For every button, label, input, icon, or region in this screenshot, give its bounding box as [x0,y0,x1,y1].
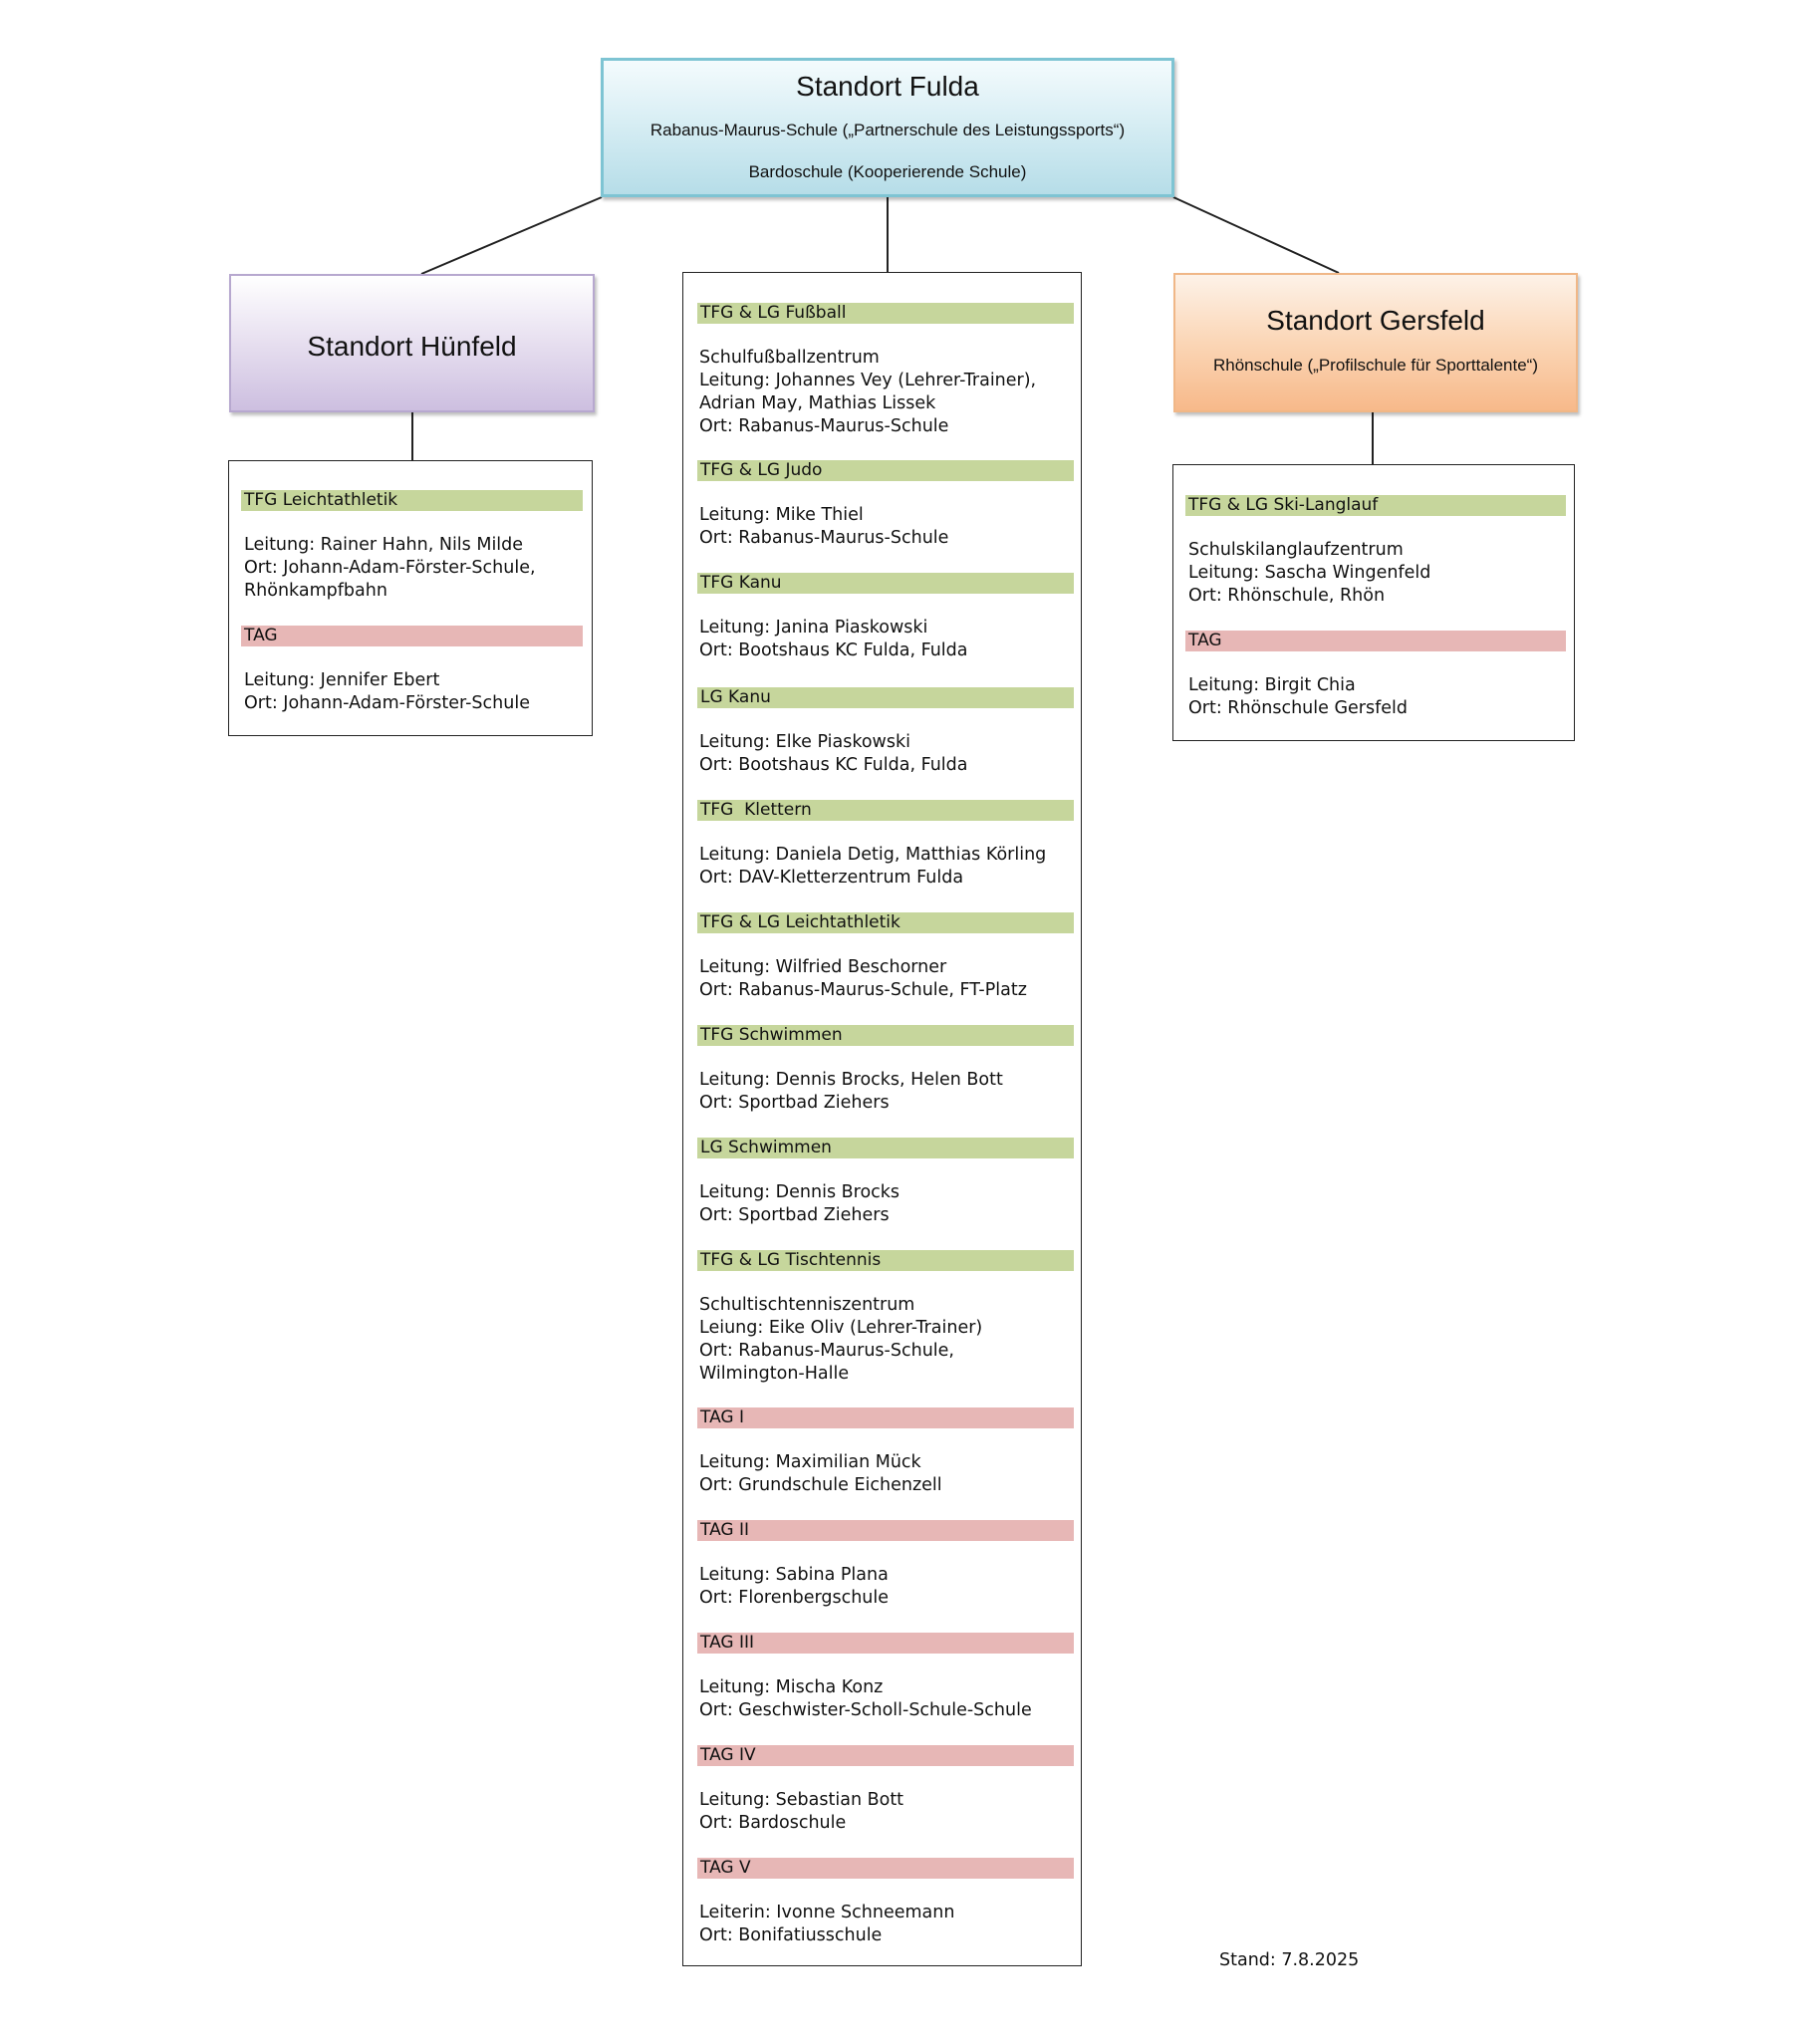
group-header-center-11: TAG III [697,1633,1074,1654]
group-details-center-2: Leitung: Janina Piaskowski Ort: Bootshau… [699,617,968,662]
group-line: Rhönkampfbahn [244,581,387,601]
standort-fulda-school-2: Bardoschule (Kooperierende Schule) [748,162,1027,181]
group-line: Ort: DAV-Kletterzentrum Fulda [699,868,964,888]
gersfeld-groups-panel: TFG & LG Ski-Langlauf Schulskilanglaufze… [1172,464,1575,741]
standort-huenfeld-title: Standort Hünfeld [307,331,517,362]
group-details-center-6: Leitung: Dennis Brocks, Helen Bott Ort: … [699,1069,1003,1115]
group-line: Ort: Sportbad Ziehers [699,1205,890,1225]
group-header-gersfeld-0: TFG & LG Ski-Langlauf [1185,495,1566,516]
group-line: Leitung: Rainer Hahn, Nils Milde [244,535,524,555]
group-details-center-9: Leitung: Maximilian Mück Ort: Grundschul… [699,1451,942,1497]
group-header-center-3: LG Kanu [697,687,1074,708]
standort-gersfeld-box: Standort Gersfeld Rhönschule („Profilsch… [1173,273,1578,412]
group-header-center-13: TAG V [697,1858,1074,1879]
group-line: Ort: Rhönschule, Rhön [1188,586,1386,606]
group-line: Leitung: Johannes Vey (Lehrer-Trainer), [699,371,1037,390]
group-details-center-11: Leitung: Mischa Konz Ort: Geschwister-Sc… [699,1676,1032,1722]
group-line: Ort: Bardoschule [699,1813,847,1833]
group-line: Ort: Rabanus-Maurus-Schule, [699,1341,954,1361]
group-line: Leitung: Dennis Brocks [699,1182,900,1202]
group-details-center-1: Leitung: Mike Thiel Ort: Rabanus-Maurus-… [699,504,948,550]
group-header-huenfeld-1: TAG [241,626,583,646]
standort-huenfeld-box: Standort Hünfeld [229,274,595,412]
group-line: Leitung: Sabina Plana [699,1565,889,1585]
group-header-center-2: TFG Kanu [697,573,1074,594]
group-header-center-6: TFG Schwimmen [697,1025,1074,1046]
fulda-groups-panel: TFG & LG Fußball Schulfußballzentrum Lei… [682,272,1082,1966]
group-line: Ort: Johann-Adam-Förster-Schule, [244,558,536,578]
group-details-center-12: Leitung: Sebastian Bott Ort: Bardoschule [699,1789,903,1835]
group-header-center-4: TFG Klettern [697,800,1074,821]
group-line: Leitung: Maximilian Mück [699,1452,921,1472]
standort-fulda-box: Standort Fulda Rabanus-Maurus-Schule („P… [601,58,1174,197]
connector-fulda-gersfeld [1172,196,1340,274]
group-line: Leitung: Sebastian Bott [699,1790,904,1810]
standort-gersfeld-title: Standort Gersfeld [1266,305,1485,336]
group-line: Leitung: Mike Thiel [699,505,864,525]
group-line: Leitung: Mischa Konz [699,1677,884,1697]
stand-date: Stand: 7.8.2025 [1219,1950,1360,1970]
group-header-huenfeld-0: TFG Leichtathletik [241,490,583,511]
group-line: Ort: Bootshaus KC Fulda, Fulda [699,755,968,775]
huenfeld-groups-panel: TFG Leichtathletik Leitung: Rainer Hahn,… [228,460,593,736]
group-line: Leitung: Wilfried Beschorner [699,957,947,977]
group-line: Wilmington-Halle [699,1364,850,1384]
connector-fulda-huenfeld [420,196,603,275]
group-line: Adrian May, Mathias Lissek [699,393,936,413]
group-details-center-0: Schulfußballzentrum Leitung: Johannes Ve… [699,347,1036,438]
standort-fulda-school-1: Rabanus-Maurus-Schule („Partnerschule de… [649,121,1126,139]
group-details-center-7: Leitung: Dennis Brocks Ort: Sportbad Zie… [699,1181,900,1227]
group-line: Ort: Johann-Adam-Förster-Schule [244,693,530,713]
group-header-center-8: TFG & LG Tischtennis [697,1250,1074,1271]
group-header-center-1: TFG & LG Judo [697,460,1074,481]
group-line: Schultischtenniszentrum [699,1295,915,1315]
group-line: Ort: Rabanus-Maurus-Schule, FT-Platz [699,980,1027,1000]
group-line: Leitung: Dennis Brocks, Helen Bott [699,1070,1003,1090]
group-details-center-4: Leitung: Daniela Detig, Matthias Körling… [699,844,1046,890]
group-line: Ort: Rabanus-Maurus-Schule [699,416,949,436]
group-details-huenfeld-1: Leitung: Jennifer Ebert Ort: Johann-Adam… [244,669,530,715]
group-line: Leitung: Birgit Chia [1188,675,1356,695]
group-details-gersfeld-1: Leitung: Birgit Chia Ort: Rhönschule Ger… [1188,674,1408,720]
group-header-center-0: TFG & LG Fußball [697,303,1074,324]
group-details-center-5: Leitung: Wilfried Beschorner Ort: Rabanu… [699,956,1027,1002]
group-line: Leiterin: Ivonne Schneemann [699,1903,955,1922]
standort-gersfeld-school: Rhönschule („Profilschule für Sporttalen… [1213,356,1538,375]
group-line: Leiung: Eike Oliv (Lehrer-Trainer) [699,1318,983,1338]
group-line: Ort: Rhönschule Gersfeld [1188,698,1408,718]
group-line: Leitung: Janina Piaskowski [699,618,928,638]
group-details-center-8: Schultischtenniszentrum Leiung: Eike Oli… [699,1294,982,1386]
group-line: Schulfußballzentrum [699,348,880,368]
group-header-center-10: TAG II [697,1520,1074,1541]
group-header-center-7: LG Schwimmen [697,1138,1074,1158]
group-line: Ort: Bonifatiusschule [699,1925,883,1945]
group-header-center-12: TAG IV [697,1745,1074,1766]
group-line: Schulskilanglaufzentrum [1188,540,1404,560]
group-line: Leitung: Elke Piaskowski [699,732,910,752]
group-line: Ort: Rabanus-Maurus-Schule [699,528,949,548]
group-header-center-5: TFG & LG Leichtathletik [697,912,1074,933]
group-details-huenfeld-0: Leitung: Rainer Hahn, Nils Milde Ort: Jo… [244,534,536,603]
group-header-center-9: TAG I [697,1407,1074,1428]
group-details-center-3: Leitung: Elke Piaskowski Ort: Bootshaus … [699,731,968,777]
group-line: Leitung: Jennifer Ebert [244,670,440,690]
group-line: Leitung: Sascha Wingenfeld [1188,563,1431,583]
group-line: Ort: Geschwister-Scholl-Schule-Schule [699,1700,1032,1720]
group-line: Ort: Grundschule Eichenzell [699,1475,942,1495]
group-details-gersfeld-0: Schulskilanglaufzentrum Leitung: Sascha … [1188,539,1430,608]
group-line: Leitung: Daniela Detig, Matthias Körling [699,845,1047,865]
group-line: Ort: Florenbergschule [699,1588,890,1608]
group-details-center-13: Leiterin: Ivonne Schneemann Ort: Bonifat… [699,1902,954,1947]
group-details-center-10: Leitung: Sabina Plana Ort: Florenbergsch… [699,1564,889,1610]
standort-fulda-title: Standort Fulda [796,71,979,102]
group-header-gersfeld-1: TAG [1185,631,1566,651]
group-line: Ort: Sportbad Ziehers [699,1093,890,1113]
group-line: Ort: Bootshaus KC Fulda, Fulda [699,640,968,660]
